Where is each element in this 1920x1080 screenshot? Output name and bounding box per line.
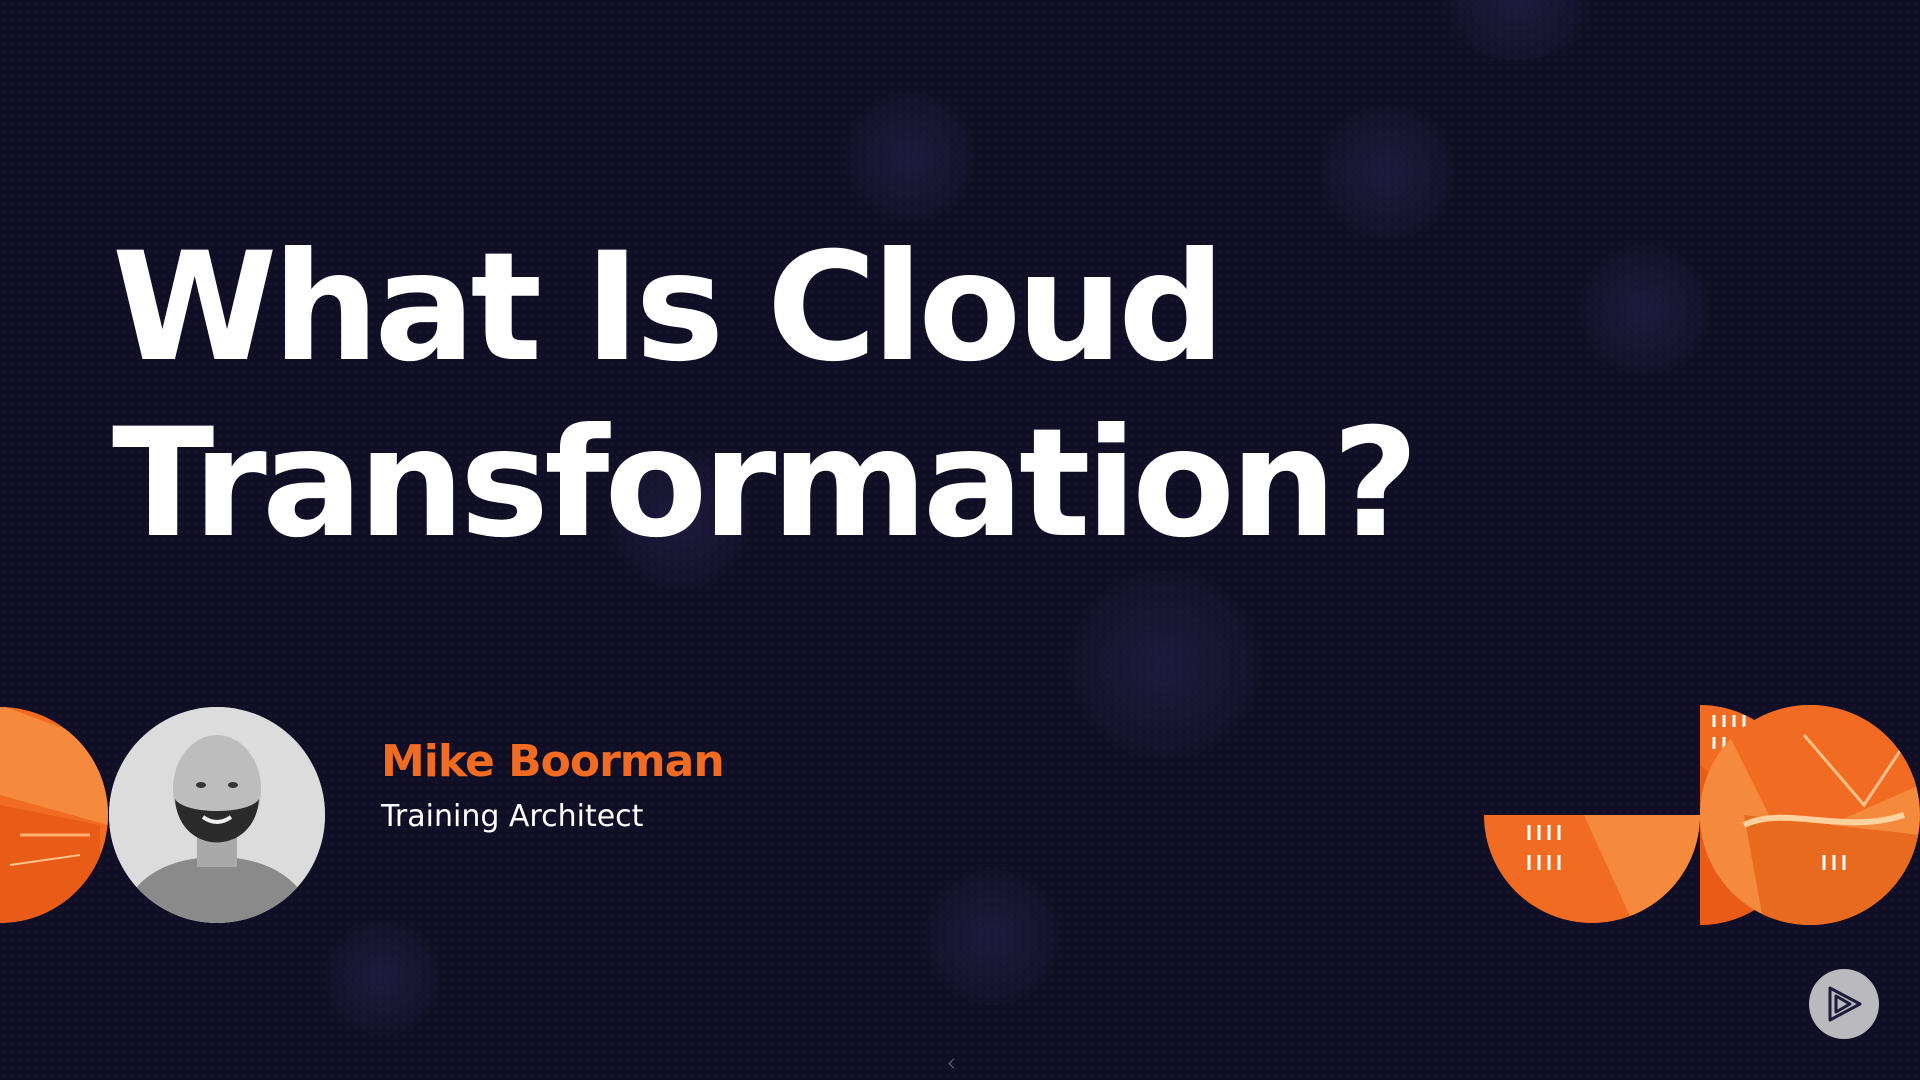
bokeh-circle — [925, 870, 1060, 1005]
bokeh-circle — [1070, 570, 1260, 760]
bokeh-circle — [610, 450, 750, 590]
bokeh-circle — [1440, 0, 1595, 60]
presenter-name: Mike Boorman — [381, 736, 725, 787]
bokeh-circle — [1580, 245, 1710, 375]
presenter-role: Training Architect — [381, 799, 644, 834]
presenter-avatar — [109, 707, 325, 923]
bokeh-circle — [325, 920, 440, 1035]
play-logo-button[interactable] — [1809, 969, 1879, 1039]
slide-title: What Is Cloud Transformation? — [112, 220, 1419, 572]
orange-decoration-right — [1484, 705, 1920, 925]
presenter-photo-icon — [109, 707, 325, 923]
slide-title-line-1: What Is Cloud — [112, 221, 1225, 395]
play-logo-icon — [1828, 986, 1862, 1022]
slide-title-line-2: Transformation? — [112, 397, 1419, 571]
orange-decoration-left — [0, 707, 108, 923]
bokeh-circle — [1320, 105, 1455, 240]
caret-icon — [948, 1058, 959, 1069]
bokeh-circle — [845, 92, 975, 222]
